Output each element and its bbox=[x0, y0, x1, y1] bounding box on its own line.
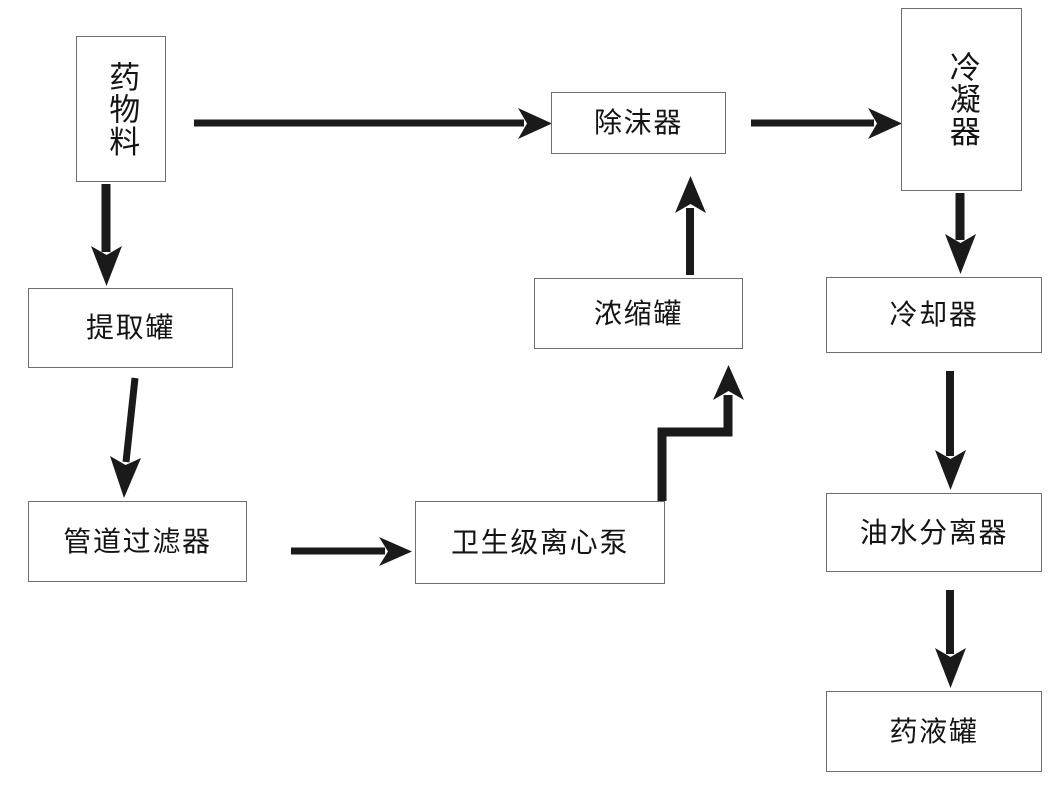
node-oil-water-separator[interactable]: 油水分离器 bbox=[826, 493, 1042, 572]
edge-extraction-tank-to-pipeline-filter bbox=[110, 377, 141, 498]
edge-demister-to-condenser bbox=[751, 108, 902, 139]
node-label-demister: 除沫器 bbox=[593, 106, 684, 140]
edge-cooler-to-oil-water-separator bbox=[935, 371, 966, 490]
node-medicinal-liquid-tank[interactable]: 药液罐 bbox=[826, 691, 1042, 772]
node-demister[interactable]: 除沫器 bbox=[551, 92, 726, 154]
node-condenser[interactable]: 冷凝器 bbox=[901, 8, 1022, 191]
node-label-raw-material: 药物料 bbox=[103, 60, 140, 158]
edge-condenser-to-cooler bbox=[945, 193, 976, 274]
edge-oil-water-separator-to-medicinal-liquid-tank bbox=[935, 590, 966, 688]
node-sanitary-centrifugal-pump[interactable]: 卫生级离心泵 bbox=[415, 501, 665, 584]
node-label-pipeline-filter: 管道过滤器 bbox=[63, 524, 212, 558]
node-label-medicinal-liquid-tank: 药液罐 bbox=[889, 714, 979, 748]
node-label-cooler: 冷却器 bbox=[889, 298, 979, 332]
node-concentration-tank[interactable]: 浓缩罐 bbox=[534, 278, 743, 349]
edge-raw-material-to-extraction-tank bbox=[91, 184, 122, 286]
edge-pump-to-concentration-tank bbox=[657, 365, 744, 501]
edge-pipeline-filter-to-pump bbox=[291, 537, 412, 566]
node-extraction-tank[interactable]: 提取罐 bbox=[28, 288, 233, 368]
node-label-extraction-tank: 提取罐 bbox=[85, 311, 176, 345]
node-label-concentration-tank: 浓缩罐 bbox=[593, 296, 684, 330]
node-cooler[interactable]: 冷却器 bbox=[826, 277, 1042, 353]
node-label-condenser: 冷凝器 bbox=[943, 51, 980, 148]
edge-raw-material-to-demister bbox=[194, 108, 552, 139]
edge-concentration-tank-to-demister bbox=[675, 176, 706, 275]
node-pipeline-filter[interactable]: 管道过滤器 bbox=[28, 501, 247, 582]
node-label-sanitary-centrifugal-pump: 卫生级离心泵 bbox=[450, 525, 630, 559]
node-raw-material[interactable]: 药物料 bbox=[76, 36, 166, 182]
node-label-oil-water-separator: 油水分离器 bbox=[859, 515, 1009, 549]
